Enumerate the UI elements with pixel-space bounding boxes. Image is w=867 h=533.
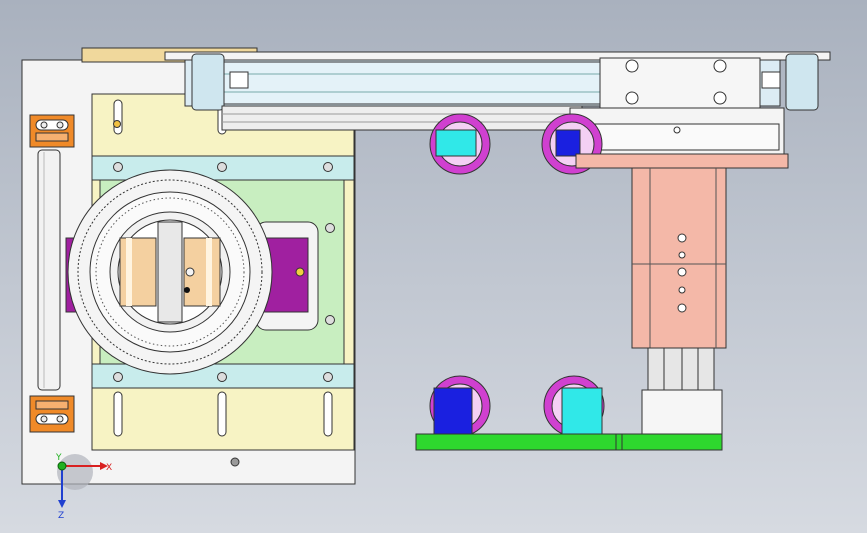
orange-bracket-bottom — [29, 395, 75, 433]
y-axis-label: Y — [55, 453, 62, 463]
upper-wheel-left — [429, 113, 491, 175]
pink-slide-column — [575, 153, 789, 435]
z-axis-label: Z — [58, 511, 64, 521]
left-guide-rod — [37, 149, 61, 391]
lower-wheel-left — [429, 375, 491, 437]
orange-bracket-top — [29, 114, 75, 148]
inner-rollers — [119, 221, 221, 323]
slot — [113, 391, 123, 437]
x-axis-label: X — [106, 463, 112, 473]
slot — [323, 391, 333, 437]
slot — [217, 391, 227, 437]
slot — [113, 99, 123, 135]
green-bottom-rail — [415, 433, 723, 451]
y-axis-dot — [57, 461, 67, 471]
coordinate-triad: X Y Z — [55, 453, 112, 521]
lower-wheel-right — [543, 375, 605, 437]
linear-rail-assembly — [164, 51, 831, 155]
